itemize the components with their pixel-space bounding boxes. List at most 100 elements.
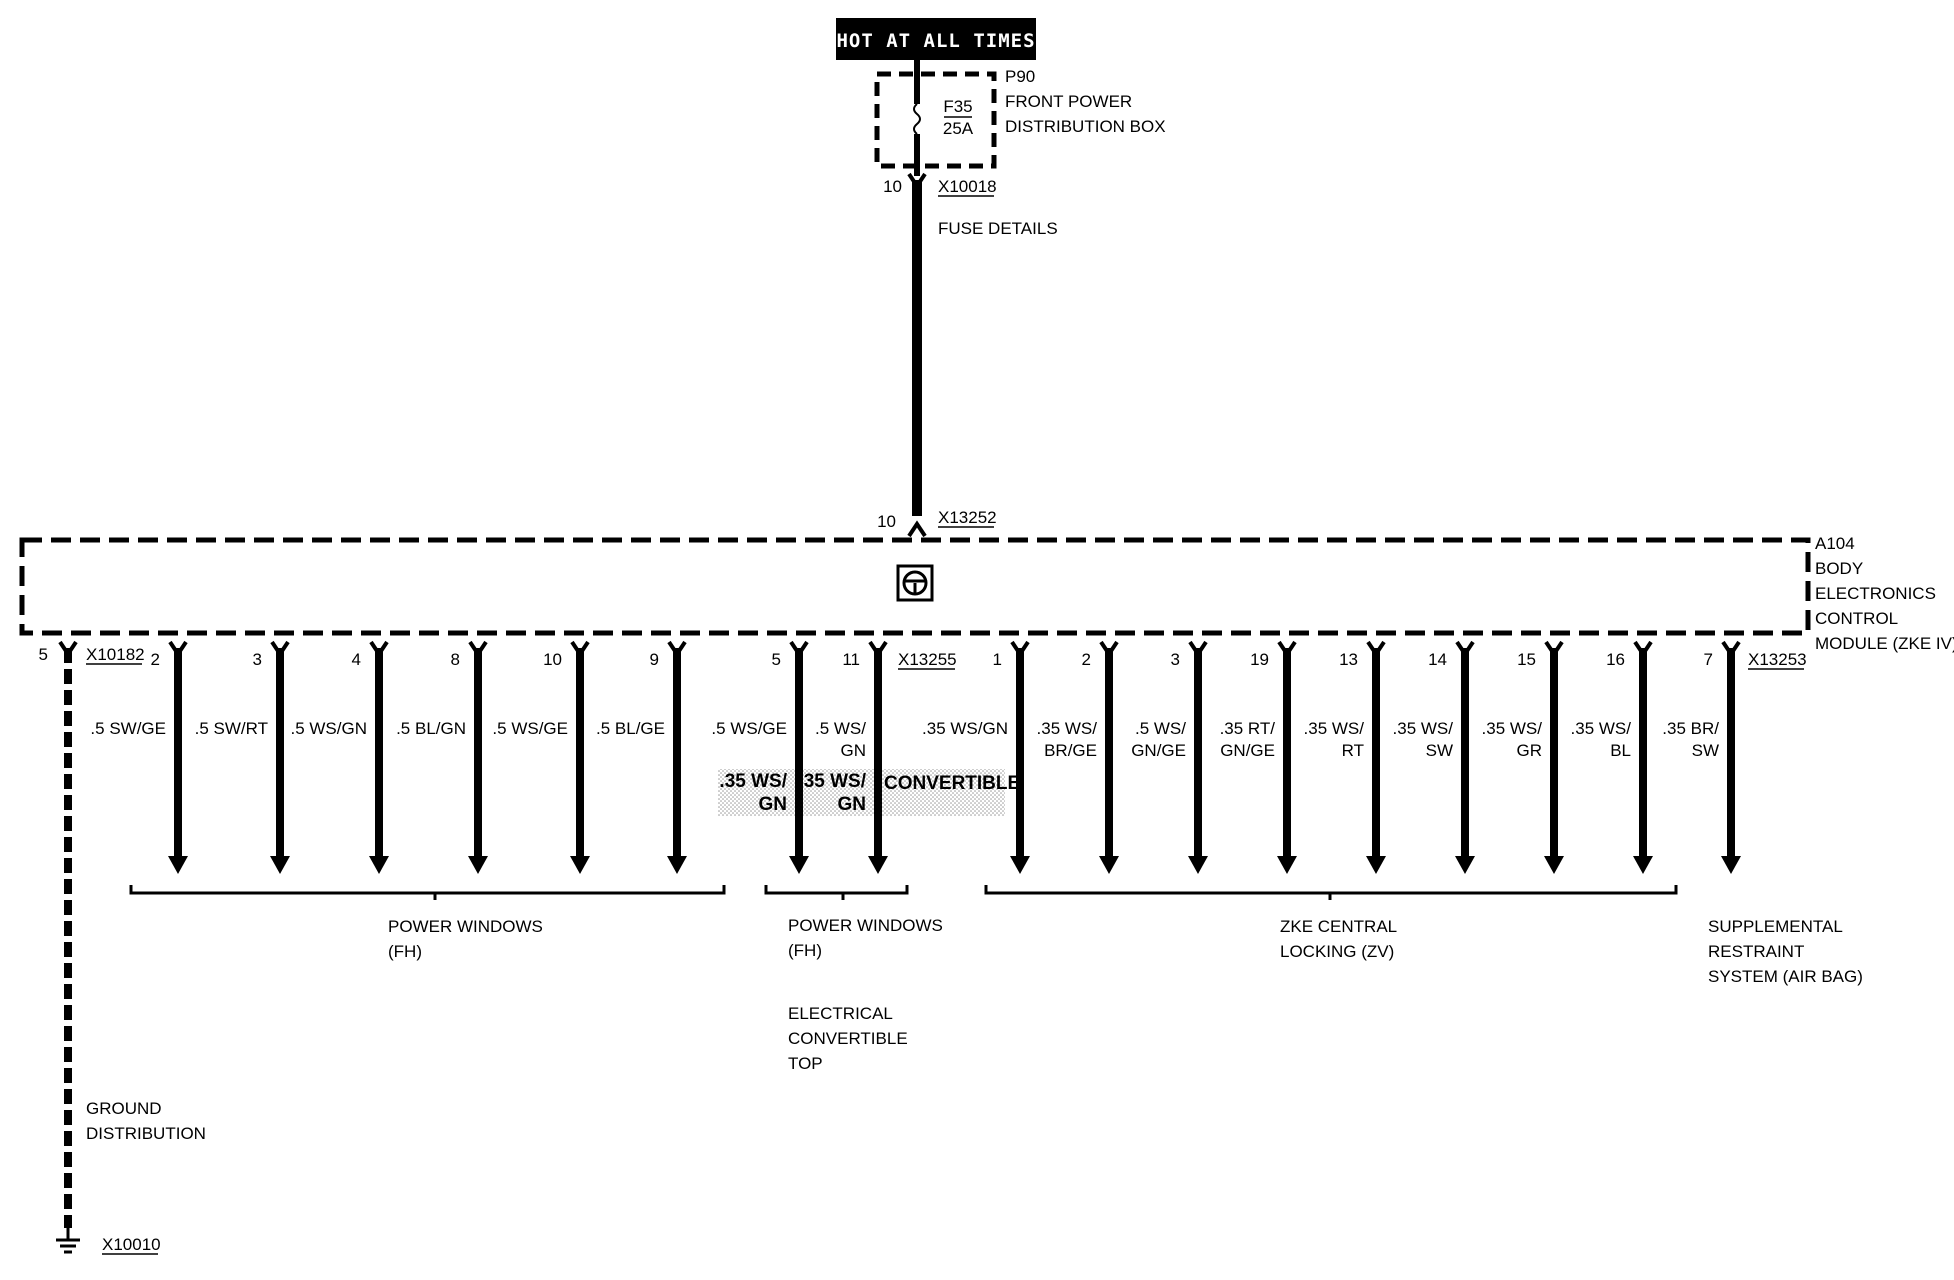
ground-pin: 5 — [39, 645, 48, 664]
module-input-connector: X13252 — [938, 508, 997, 527]
module-line-1: BODY — [1815, 559, 1863, 578]
wire-arrow — [789, 856, 809, 874]
wire-pin: 10 — [543, 650, 562, 669]
wire-17: 7.35 BR/SW — [1662, 640, 1741, 874]
wire-arrow — [868, 856, 888, 874]
group-power-windows-1: POWER WINDOWS — [388, 917, 543, 936]
fuse-id: F35 — [943, 97, 972, 116]
wire-pin: 19 — [1250, 650, 1269, 669]
wire-label: GN/GE — [1220, 741, 1275, 760]
wire-6: 9.5 BL/GE — [596, 640, 687, 874]
wire-7: 5 .5 WS/GE .35 WS/GN — [711, 640, 809, 874]
wire-label: BR/GE — [1044, 741, 1097, 760]
wire-label: .5 BL/GN — [396, 719, 466, 738]
wire-pin: 2 — [151, 650, 160, 669]
wire-pin: 8 — [451, 650, 460, 669]
wire-3: 4.5 WS/GN — [290, 640, 389, 874]
wire-label: .5 SW/GE — [90, 719, 166, 738]
ground-label-2: DISTRIBUTION — [86, 1124, 206, 1143]
wire-pin: 15 — [1517, 650, 1536, 669]
banner-text: HOT AT ALL TIMES — [836, 30, 1035, 52]
group-airbag-2: RESTRAINT — [1708, 942, 1804, 961]
wire-label: RT — [1342, 741, 1364, 760]
wire-label: .35 WS/ — [1482, 719, 1543, 738]
wire-arrow — [1544, 856, 1564, 874]
convertible-highlight — [718, 769, 1005, 816]
wire-pin: 5 — [772, 650, 781, 669]
wire-label: .35 RT/ — [1220, 719, 1276, 738]
module-id: A104 — [1815, 534, 1855, 553]
wire-2: 3.5 SW/RT — [195, 640, 290, 874]
wire-arrow — [667, 856, 687, 874]
fuse-box: F35 25A P90 FRONT POWER DISTRIBUTION BOX — [874, 60, 1166, 176]
wire-pin: 14 — [1428, 650, 1447, 669]
body-electronics-module: A104 BODY ELECTRONICS CONTROL MODULE (ZK… — [19, 534, 1954, 653]
group-convertible-4: ELECTRICAL — [788, 1004, 893, 1023]
output-wires: 2.5 SW/GE3.5 SW/RT4.5 WS/GN8.5 BL/GN10.5… — [90, 640, 1741, 874]
wire-arrow — [1455, 856, 1475, 874]
group-convertible-6: TOP — [788, 1054, 823, 1073]
wire-label: .5 SW/RT — [195, 719, 268, 738]
ground-icon — [56, 1228, 80, 1254]
group-airbag-1: SUPPLEMENTAL — [1708, 917, 1843, 936]
ground-wire: 5 GROUND DISTRIBUTION X10010 — [39, 640, 206, 1255]
fuse-icon — [913, 103, 921, 135]
wire-16: 16.35 WS/BL — [1571, 640, 1653, 874]
ground-label-1: GROUND — [86, 1099, 162, 1118]
wire-11: 3.5 WS/GN/GE — [1131, 640, 1208, 874]
fuse-box-id: P90 — [1005, 67, 1035, 86]
group-braces — [129, 885, 1678, 900]
module-line-4: MODULE (ZKE IV) — [1815, 634, 1954, 653]
wire-8: 11.5 WS/GN.35 WS/GN — [798, 640, 888, 874]
wire-pin: 13 — [1339, 650, 1358, 669]
convertible-note: CONVERTIBLE — [884, 773, 1020, 794]
feed-connector: X10018 — [938, 177, 997, 196]
wire-label: .5 WS/GE — [711, 719, 787, 738]
connector-symbol — [907, 520, 927, 538]
power-banner: HOT AT ALL TIMES — [836, 18, 1036, 60]
group-convertible-5: CONVERTIBLE — [788, 1029, 908, 1048]
wire-label: .5 WS/GE — [492, 719, 568, 738]
ground-connector: X10010 — [102, 1235, 161, 1254]
wire-13: 13 .35 WS/RT — [1304, 640, 1386, 874]
connector-right: X13253 — [1748, 650, 1807, 669]
wire-arrow — [1277, 856, 1297, 874]
feed-wire: 10 X10018 FUSE DETAILS 10 X13252 — [877, 172, 1058, 538]
wire-pin: 2 — [1082, 650, 1091, 669]
wire-alt-label: GN — [838, 794, 867, 815]
wire-arrow — [270, 856, 290, 874]
group-convertible-2: (FH) — [788, 941, 822, 960]
fuse-rating: 25A — [943, 119, 974, 138]
fuse-details-link: FUSE DETAILS — [938, 219, 1058, 238]
group-central-locking-1: ZKE CENTRAL — [1280, 917, 1397, 936]
wire-label: .5 WS/ — [815, 719, 866, 738]
group-airbag-3: SYSTEM (AIR BAG) — [1708, 967, 1863, 986]
wire-alt-label: GN — [759, 794, 788, 815]
group-convertible-1: POWER WINDOWS — [788, 916, 943, 935]
group-central-locking-2: LOCKING (ZV) — [1280, 942, 1394, 961]
wire-label: .35 WS/ — [1393, 719, 1454, 738]
wire-label: .35 WS/ — [1304, 719, 1365, 738]
wire-arrow — [1633, 856, 1653, 874]
feed-pin: 10 — [883, 177, 902, 196]
wire-label: GR — [1517, 741, 1543, 760]
wire-arrow — [1188, 856, 1208, 874]
wire-12: 19 .35 RT/GN/GE — [1220, 640, 1297, 874]
wire-label: BL — [1610, 741, 1631, 760]
wire-pin: 9 — [650, 650, 659, 669]
wire-arrow — [1366, 856, 1386, 874]
wire-5: 10 .5 WS/GE — [492, 640, 590, 874]
wire-label: .35 WS/GN — [922, 719, 1008, 738]
module-line-2: ELECTRONICS — [1815, 584, 1936, 603]
group-power-windows-2: (FH) — [388, 942, 422, 961]
wire-label: .35 BR/ — [1662, 719, 1719, 738]
wire-arrow — [570, 856, 590, 874]
wire-alt-label: .35 WS/ — [719, 771, 787, 792]
wire-arrow — [1721, 856, 1741, 874]
wire-9: 1.35 WS/GN — [922, 640, 1030, 874]
wire-label: GN/GE — [1131, 741, 1186, 760]
wire-pin: 3 — [1171, 650, 1180, 669]
wire-label: SW — [1692, 741, 1719, 760]
module-input-pin: 10 — [877, 512, 896, 531]
